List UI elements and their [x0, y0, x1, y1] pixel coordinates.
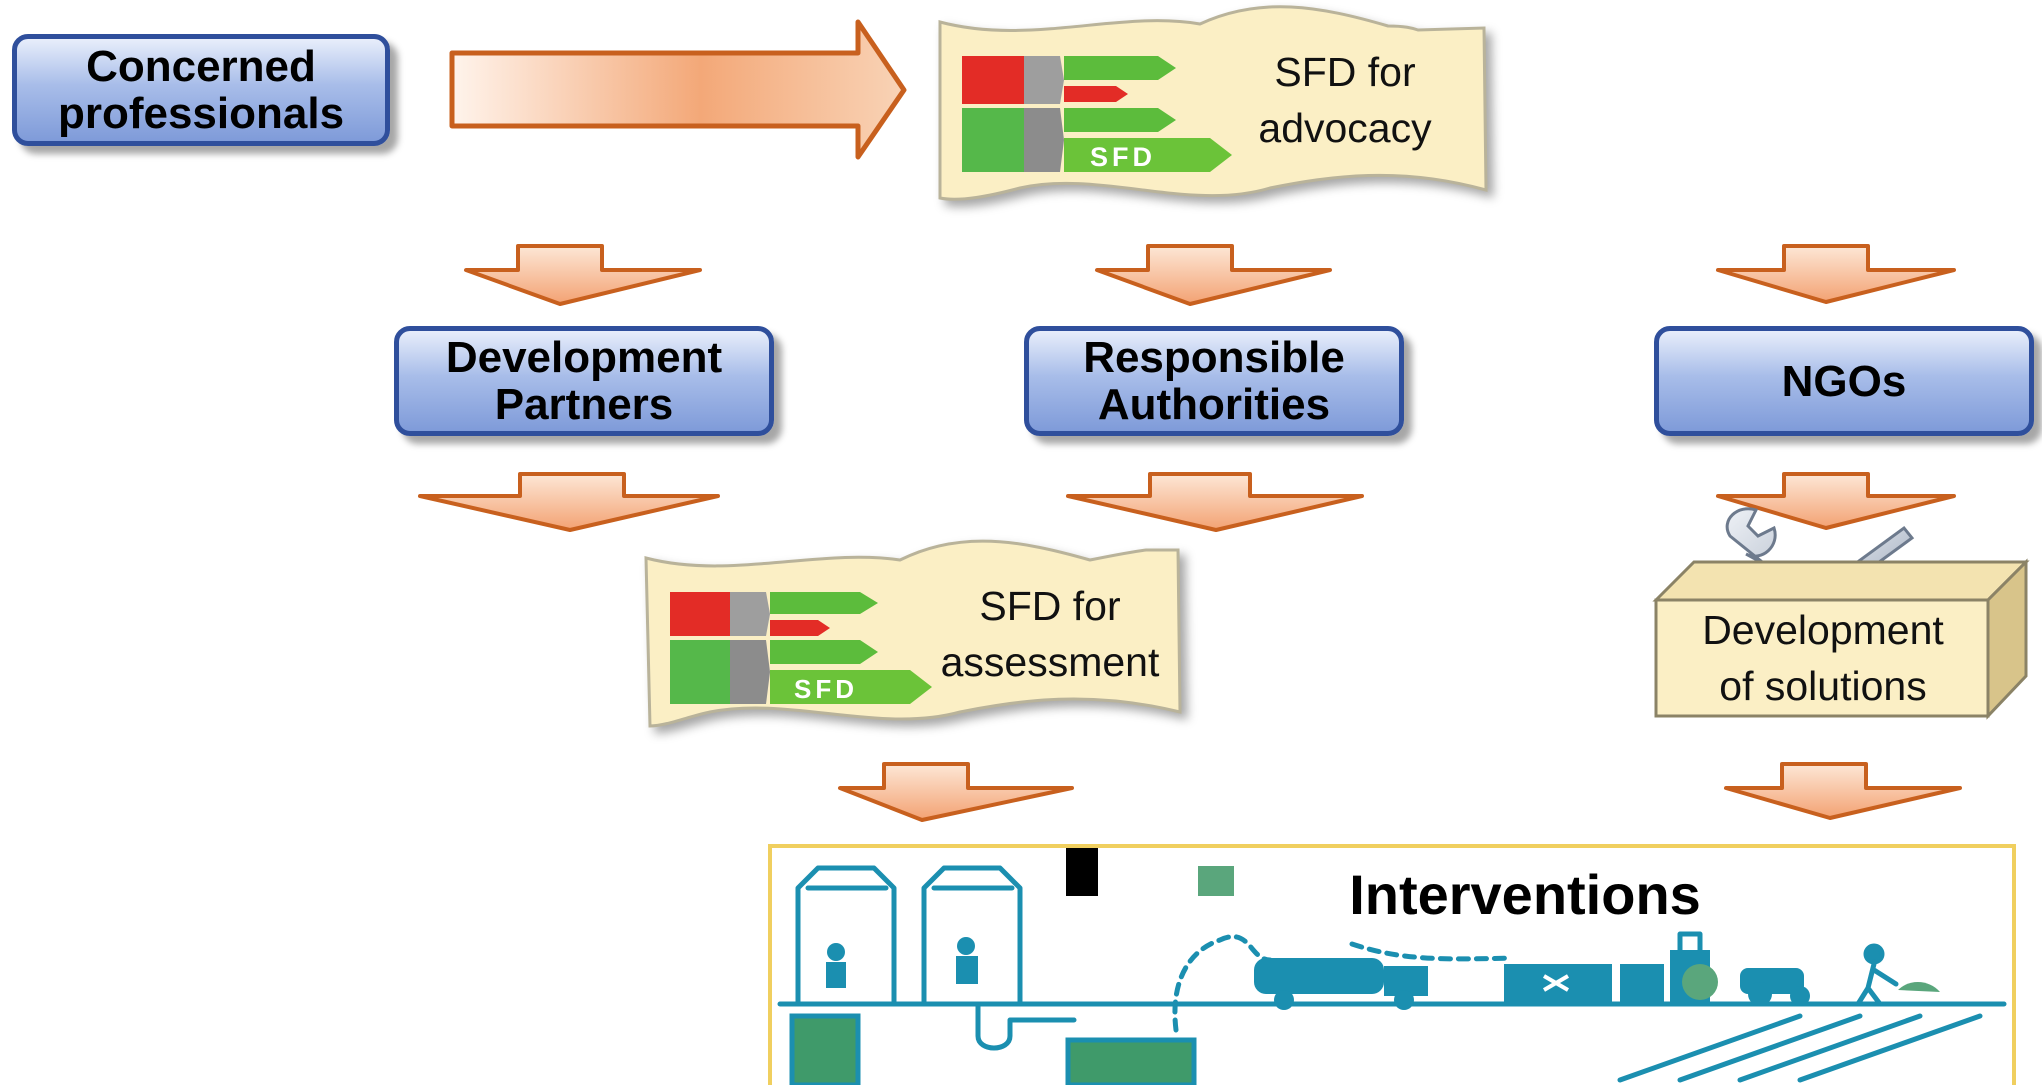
sfd-assessment-line1: SFD for	[979, 583, 1121, 629]
development-partners-label: Development Partners	[445, 333, 723, 429]
responsible-authorities-box: Responsible Authorities	[1024, 326, 1404, 436]
interventions-title: Interventions	[1349, 863, 1701, 926]
solutions-line1: Development	[1702, 607, 1944, 653]
green-mark	[1198, 866, 1234, 896]
sfd-logo-advocacy-text: SFD	[1090, 142, 1156, 172]
sfd-advocacy-line1: SFD for	[1274, 49, 1416, 95]
sfd-assessment-text: SFD for assessment	[930, 578, 1170, 690]
solutions-line2: of solutions	[1719, 663, 1927, 709]
concerned-professionals-label: Concerned professionals	[57, 42, 345, 138]
development-partners-box: Development Partners	[394, 326, 774, 436]
sfd-logo-assessment-text: SFD	[794, 674, 858, 704]
ngos-label: NGOs	[1781, 356, 1907, 406]
treatment-plant-icon	[1504, 950, 1710, 1004]
truck-icon	[1254, 958, 1428, 1010]
sfd-advocacy-text: SFD for advocacy	[1230, 44, 1460, 156]
black-mark	[1066, 848, 1098, 896]
responsible-authorities-label: Responsible Authorities	[1083, 333, 1345, 429]
ngos-box: NGOs	[1654, 326, 2034, 436]
sfd-assessment-line2: assessment	[940, 639, 1160, 685]
concerned-professionals-box: Concerned professionals	[12, 34, 390, 146]
sfd-advocacy-line2: advocacy	[1258, 105, 1432, 151]
solutions-text: Development of solutions	[1660, 602, 1986, 714]
tractor-icon	[1740, 968, 1810, 1006]
